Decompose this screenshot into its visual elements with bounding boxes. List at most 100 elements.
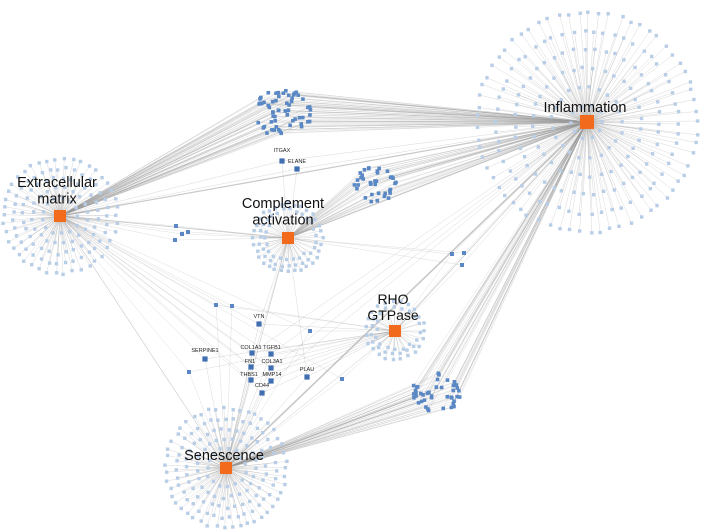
cluster-edge (59, 90, 286, 217)
spoke-edge (225, 467, 233, 528)
leaf-node (64, 250, 69, 254)
leaf-node (513, 112, 518, 117)
leaf-node (532, 134, 536, 139)
shared-node (457, 388, 461, 393)
leaf-node (24, 247, 28, 251)
connector-edge (287, 237, 453, 255)
spoke-edge (32, 215, 61, 256)
cluster-edge (286, 103, 588, 123)
leaf-node (169, 439, 173, 443)
spoke-edge (586, 121, 674, 191)
gene-edge (287, 168, 298, 239)
leaf-node (24, 226, 28, 231)
spoke-edge (225, 467, 228, 509)
leaf-node (477, 93, 482, 97)
gene-edge (270, 121, 588, 355)
leaf-node (561, 144, 565, 148)
leaf-node (214, 438, 219, 443)
leaf-node (31, 210, 36, 214)
leaf-node (12, 246, 16, 250)
cluster-edge (59, 110, 286, 217)
spoke-edge (528, 29, 588, 123)
leaf-node (628, 86, 633, 91)
leaf-node (321, 235, 325, 240)
leaf-node (212, 428, 216, 433)
leaf-node (378, 342, 382, 346)
leaf-node (227, 428, 232, 432)
leaf-node (579, 105, 584, 109)
leaf-node (551, 126, 555, 130)
leaf-node (413, 350, 418, 354)
leaf-node (553, 105, 558, 110)
cluster-edge (287, 178, 394, 239)
shared-node (393, 181, 397, 186)
leaf-node (187, 448, 192, 453)
leaf-node (94, 200, 99, 205)
leaf-node (61, 176, 66, 181)
leaf-node (375, 327, 379, 331)
leaf-node (250, 436, 254, 440)
leaf-node (79, 244, 84, 248)
shared-node (386, 196, 391, 200)
leaf-node (545, 202, 549, 206)
leaf-node (265, 218, 270, 222)
shared-node (296, 93, 300, 97)
spoke-edge (59, 179, 71, 217)
leaf-node (105, 245, 109, 250)
leaf-node (231, 408, 235, 412)
cluster-edge (59, 111, 273, 217)
spoke-edge (225, 428, 258, 469)
leaf-nodes-layer (1, 10, 700, 530)
cluster-edge (287, 176, 392, 239)
leaf-node (590, 135, 595, 140)
spoke-edge (59, 215, 74, 262)
leaf-node (538, 94, 542, 99)
spoke-edge (586, 121, 624, 184)
spoke-edge (46, 161, 61, 217)
leaf-node (47, 249, 51, 253)
spoke-edge (171, 467, 227, 497)
leaf-node (30, 217, 34, 222)
leaf-node (271, 254, 276, 259)
hub-link-edge (59, 215, 227, 469)
cluster-edge (274, 121, 588, 131)
leaf-node (631, 146, 635, 150)
leaf-node (567, 88, 571, 93)
spoke-edge (167, 449, 227, 469)
shared-node (274, 125, 279, 129)
leaf-node (293, 263, 298, 267)
leaf-node (407, 342, 412, 347)
leaf-node (209, 418, 213, 422)
spoke-edge (225, 467, 286, 485)
leaf-node (535, 66, 539, 71)
leaf-node (577, 156, 581, 160)
leaf-node (557, 205, 562, 210)
leaf-node (85, 218, 90, 222)
leaf-node (273, 460, 278, 465)
leaf-node (206, 407, 211, 412)
leaf-node (600, 31, 605, 36)
leaf-node (198, 437, 202, 442)
leaf-node (197, 509, 201, 514)
leaf-node (252, 228, 256, 233)
leaf-node (39, 233, 44, 237)
gene-edge (306, 330, 396, 378)
leaf-node (70, 268, 74, 273)
hub-node-senescence (220, 462, 232, 474)
spoke-edge (532, 121, 588, 127)
leaf-node (312, 245, 317, 250)
leaf-node (365, 333, 369, 337)
leaf-node (92, 259, 97, 263)
leaf-node (688, 80, 693, 84)
hub-label-line: activation (252, 213, 313, 229)
shared-node (374, 179, 379, 183)
leaf-node (100, 254, 104, 259)
leaf-node (527, 191, 532, 195)
connector-edge (225, 305, 233, 469)
leaf-node (620, 120, 624, 124)
spoke-edge (225, 467, 264, 500)
leaf-node (196, 454, 201, 458)
connector-edge (59, 215, 233, 307)
leaf-node (257, 242, 261, 246)
